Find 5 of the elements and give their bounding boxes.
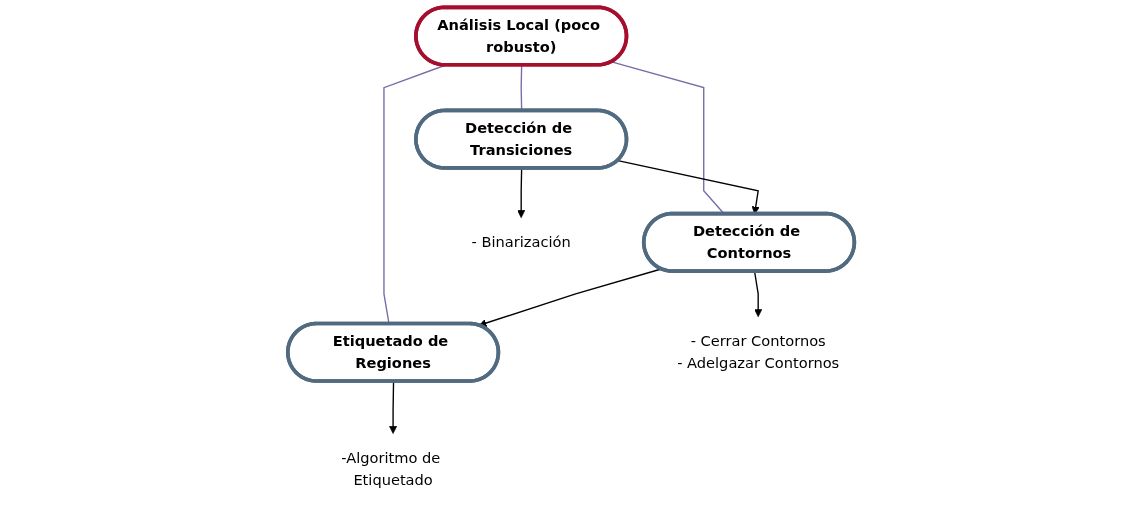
node-text: - Binarización — [471, 233, 571, 251]
arrow — [478, 268, 662, 327]
arrow — [517, 167, 526, 219]
node-text: -Algoritmo de Etiquetado — [341, 449, 441, 489]
node-text: - Cerrar Contornos - Adelgazar Contornos — [677, 332, 840, 372]
